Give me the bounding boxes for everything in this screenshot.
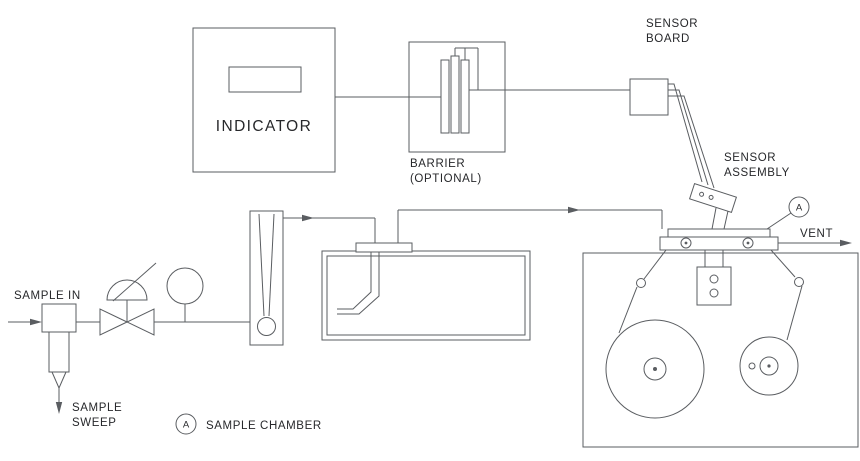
sensor-assembly-screw-1 xyxy=(699,191,705,197)
gauge-dial xyxy=(166,267,204,305)
sensor-assembly-screw-2 xyxy=(708,194,714,200)
plate-bolt-left-center xyxy=(684,241,688,245)
chamber-outer-wall xyxy=(321,250,531,341)
sensor-wire-3 xyxy=(668,95,715,189)
barrier: BARRIER (OPTIONAL) xyxy=(408,41,506,185)
sensor-board-box xyxy=(629,78,669,116)
valve-actuator-dome xyxy=(106,279,148,301)
takeup-reel xyxy=(739,336,799,396)
marker-leader-line xyxy=(766,212,792,230)
barrier-label-line2: (OPTIONAL) xyxy=(410,173,482,185)
legend-marker-circle xyxy=(175,413,197,435)
dip-tube-line-1 xyxy=(337,252,372,310)
drive-screw-bottom xyxy=(709,288,719,298)
tape-guide-right xyxy=(794,277,804,287)
chamber-inner-wall xyxy=(326,255,526,336)
filter-drain-left xyxy=(51,371,60,389)
flowmeter xyxy=(249,210,284,346)
marker-letter: A xyxy=(796,203,803,214)
valve-body-left xyxy=(99,308,129,336)
sensor-board: SENSOR BOARD xyxy=(629,18,698,116)
sample-chamber-cover xyxy=(667,228,771,238)
tape-transport xyxy=(582,249,859,448)
flowmeter-valve-knob xyxy=(257,317,276,336)
chamber-top-fitting xyxy=(355,242,413,253)
vent-label: VENT xyxy=(800,228,833,240)
sensor-assembly-mount-2 xyxy=(723,210,729,230)
flow-arrow-1 xyxy=(302,214,314,222)
indicator-enclosure xyxy=(192,27,336,173)
plate-bolt-right-center xyxy=(746,241,750,245)
flowmeter-tube-left xyxy=(258,213,265,317)
sample-sweep-arrow xyxy=(55,402,63,414)
indicator-label: INDICATOR xyxy=(216,118,312,135)
sample-inlet-arrow xyxy=(30,318,42,326)
tape-guide-left xyxy=(636,278,646,288)
transport-enclosure xyxy=(582,252,859,448)
indicator-display xyxy=(228,66,302,93)
pressure-regulator-valve xyxy=(99,262,157,336)
filter-bowl xyxy=(48,331,70,373)
barrier-terminals xyxy=(409,47,479,134)
takeup-reel-axle xyxy=(767,364,771,368)
sensor-assembly-label-line1: SENSOR xyxy=(724,152,776,164)
sample-chamber xyxy=(659,228,779,251)
sample-sweep-label-line1: SAMPLE xyxy=(72,402,122,414)
legend: A SAMPLE CHAMBER xyxy=(175,413,322,435)
sensor-board-label-line2: BOARD xyxy=(646,33,690,45)
drive-screw-top xyxy=(709,274,719,284)
sensor-wire-1 xyxy=(668,83,703,183)
sensor-board-label-line1: SENSOR xyxy=(646,18,698,30)
signal-wiring xyxy=(335,83,715,189)
sensor-wire-2 xyxy=(668,89,709,186)
flowmeter-tube-right xyxy=(268,213,275,317)
legend-label: SAMPLE CHAMBER xyxy=(206,420,322,432)
supply-reel-axle xyxy=(653,367,657,371)
sensor-assembly: SENSOR ASSEMBLY xyxy=(688,152,790,230)
barrier-label-line1: BARRIER xyxy=(410,158,465,170)
pressure-gauge xyxy=(166,267,204,322)
inlet-filter xyxy=(41,303,77,389)
sample-chamber-marker: A xyxy=(766,196,810,230)
takeup-reel-hub xyxy=(759,356,779,376)
drive-block-body xyxy=(696,266,732,306)
drive-block xyxy=(696,250,732,306)
dip-tube-line-2 xyxy=(337,252,380,315)
sensor-assembly-mount-1 xyxy=(711,207,717,230)
indicator: INDICATOR xyxy=(192,27,336,173)
supply-reel-hub xyxy=(643,357,667,381)
sample-in-label: SAMPLE IN xyxy=(14,290,81,302)
takeup-reel-notch xyxy=(748,362,756,370)
filter-body xyxy=(41,303,77,333)
legend-marker-letter: A xyxy=(183,420,190,431)
valve-actuator-lever xyxy=(112,262,157,302)
marker-circle xyxy=(788,196,810,218)
sample-chamber-plate xyxy=(659,236,779,251)
flow-lines xyxy=(8,206,852,414)
supply-reel xyxy=(605,319,705,419)
tape-path xyxy=(618,249,803,341)
sensor-assembly-label-line2: ASSEMBLY xyxy=(724,167,790,179)
flow-arrow-2 xyxy=(568,206,580,214)
vent-arrow xyxy=(840,239,852,247)
valve-body-right xyxy=(125,308,155,336)
sample-sweep-label-line2: SWEEP xyxy=(72,417,117,429)
filter-drain-right xyxy=(58,371,67,389)
dip-tube-chamber xyxy=(321,242,531,341)
